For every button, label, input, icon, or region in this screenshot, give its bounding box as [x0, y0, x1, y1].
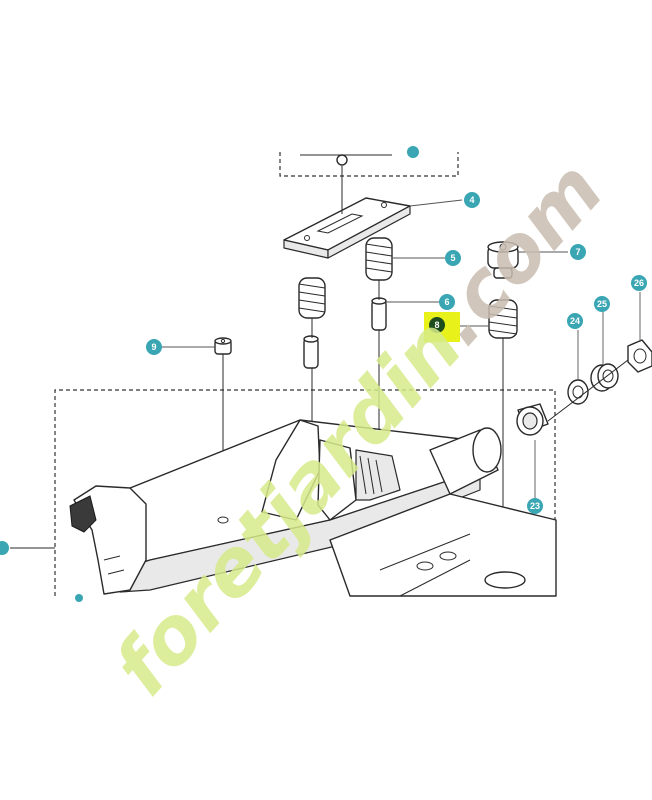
callout-7-label: 7 [575, 247, 580, 257]
part-spring-left [298, 277, 326, 319]
part-main-housing [10, 419, 557, 597]
part-bushing [516, 403, 549, 436]
callout-23-circle [527, 498, 543, 514]
callout-4[interactable]: 4 [464, 192, 480, 208]
axis-line-washers [547, 359, 629, 422]
callout-4-circle [464, 192, 480, 208]
callout-6-label: 6 [444, 297, 449, 307]
part-small-pin [214, 337, 232, 355]
part-pin-middle [371, 297, 387, 331]
partial-callout-top [407, 146, 419, 158]
callout-7[interactable]: 7 [570, 244, 586, 260]
callout-26-circle [631, 275, 647, 291]
callout-8[interactable]: 8 [429, 317, 445, 333]
part-plate [283, 197, 411, 259]
partial-callout-bottom [75, 594, 83, 602]
callout-5-circle [445, 250, 461, 266]
upper-screw-head [336, 154, 348, 166]
partial-callout-left [0, 541, 9, 555]
part-nut-26 [627, 339, 652, 373]
callout-5-label: 5 [450, 253, 455, 263]
part-washer-24 [567, 379, 589, 405]
callout-5[interactable]: 5 [445, 250, 461, 266]
callout-25[interactable]: 25 [594, 296, 610, 312]
part-cap-screw [487, 241, 519, 279]
callout-26[interactable]: 26 [631, 275, 647, 291]
callout-24[interactable]: 24 [567, 313, 583, 329]
callout-9-circle [146, 339, 162, 355]
part-spring-washer-25 [590, 363, 619, 392]
callout-9[interactable]: 9 [146, 339, 162, 355]
callout-25-label: 25 [597, 299, 607, 309]
callout-24-label: 24 [570, 316, 580, 326]
callout-23-label: 23 [530, 501, 540, 511]
callout-25-circle [594, 296, 610, 312]
callout-9-label: 9 [151, 342, 156, 352]
callout-6-circle [439, 294, 455, 310]
part-spring-middle [365, 237, 393, 281]
callout-23[interactable]: 23 [527, 498, 543, 514]
callout-7-circle [570, 244, 586, 260]
part-pin-left [303, 335, 319, 369]
callout-24-circle [567, 313, 583, 329]
callout-26-label: 26 [634, 278, 644, 288]
callout-4-label: 4 [469, 195, 474, 205]
callout-8-circle [429, 317, 445, 333]
part-spring-right [488, 299, 518, 339]
callout-8-label: 8 [434, 320, 439, 330]
lower-assembly-frame [54, 389, 556, 596]
leader-4 [409, 199, 463, 207]
upper-assembly-frame [279, 152, 459, 177]
callout-6[interactable]: 6 [439, 294, 455, 310]
